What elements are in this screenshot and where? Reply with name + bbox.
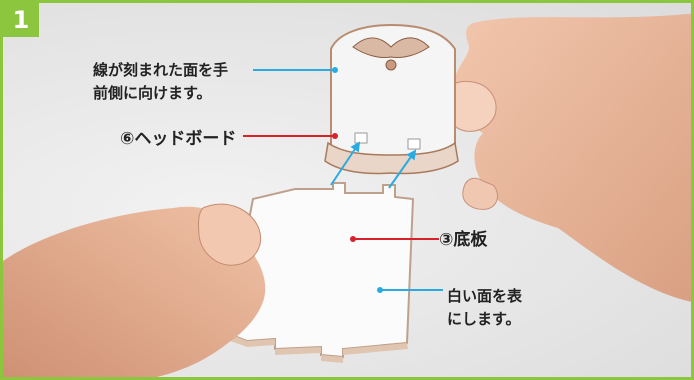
- step-number-badge: 1: [3, 3, 39, 37]
- engraved-face-dot: [332, 67, 338, 73]
- left-hand: [3, 203, 266, 377]
- bottom-board-label: ③底板: [439, 230, 488, 250]
- bottom-board-dot: [350, 236, 356, 242]
- photo-illustration: [3, 13, 691, 377]
- insert-arrow-left: [330, 141, 361, 186]
- white-face-label: 白い面を表 にします。: [447, 285, 522, 331]
- engraved-face-label-line2: 前側に向けます。: [93, 84, 212, 102]
- headboard-label: ⑥ヘッドボード: [120, 129, 237, 149]
- engraved-face-label: 線が刻まれた面を手 前側に向けます。: [93, 59, 228, 105]
- right-hand: [445, 13, 691, 302]
- headboard-piece: [324, 23, 459, 175]
- white-face-label-line2: にします。: [447, 310, 521, 328]
- white-face-label-line1: 白い面を表: [447, 287, 523, 305]
- insert-arrow-right: [388, 149, 417, 189]
- headboard-dot: [332, 133, 338, 139]
- engraved-face-label-line1: 線が刻まれた面を手: [93, 61, 229, 79]
- white-face-dot: [377, 287, 383, 293]
- bottom-board-piece: [225, 182, 415, 363]
